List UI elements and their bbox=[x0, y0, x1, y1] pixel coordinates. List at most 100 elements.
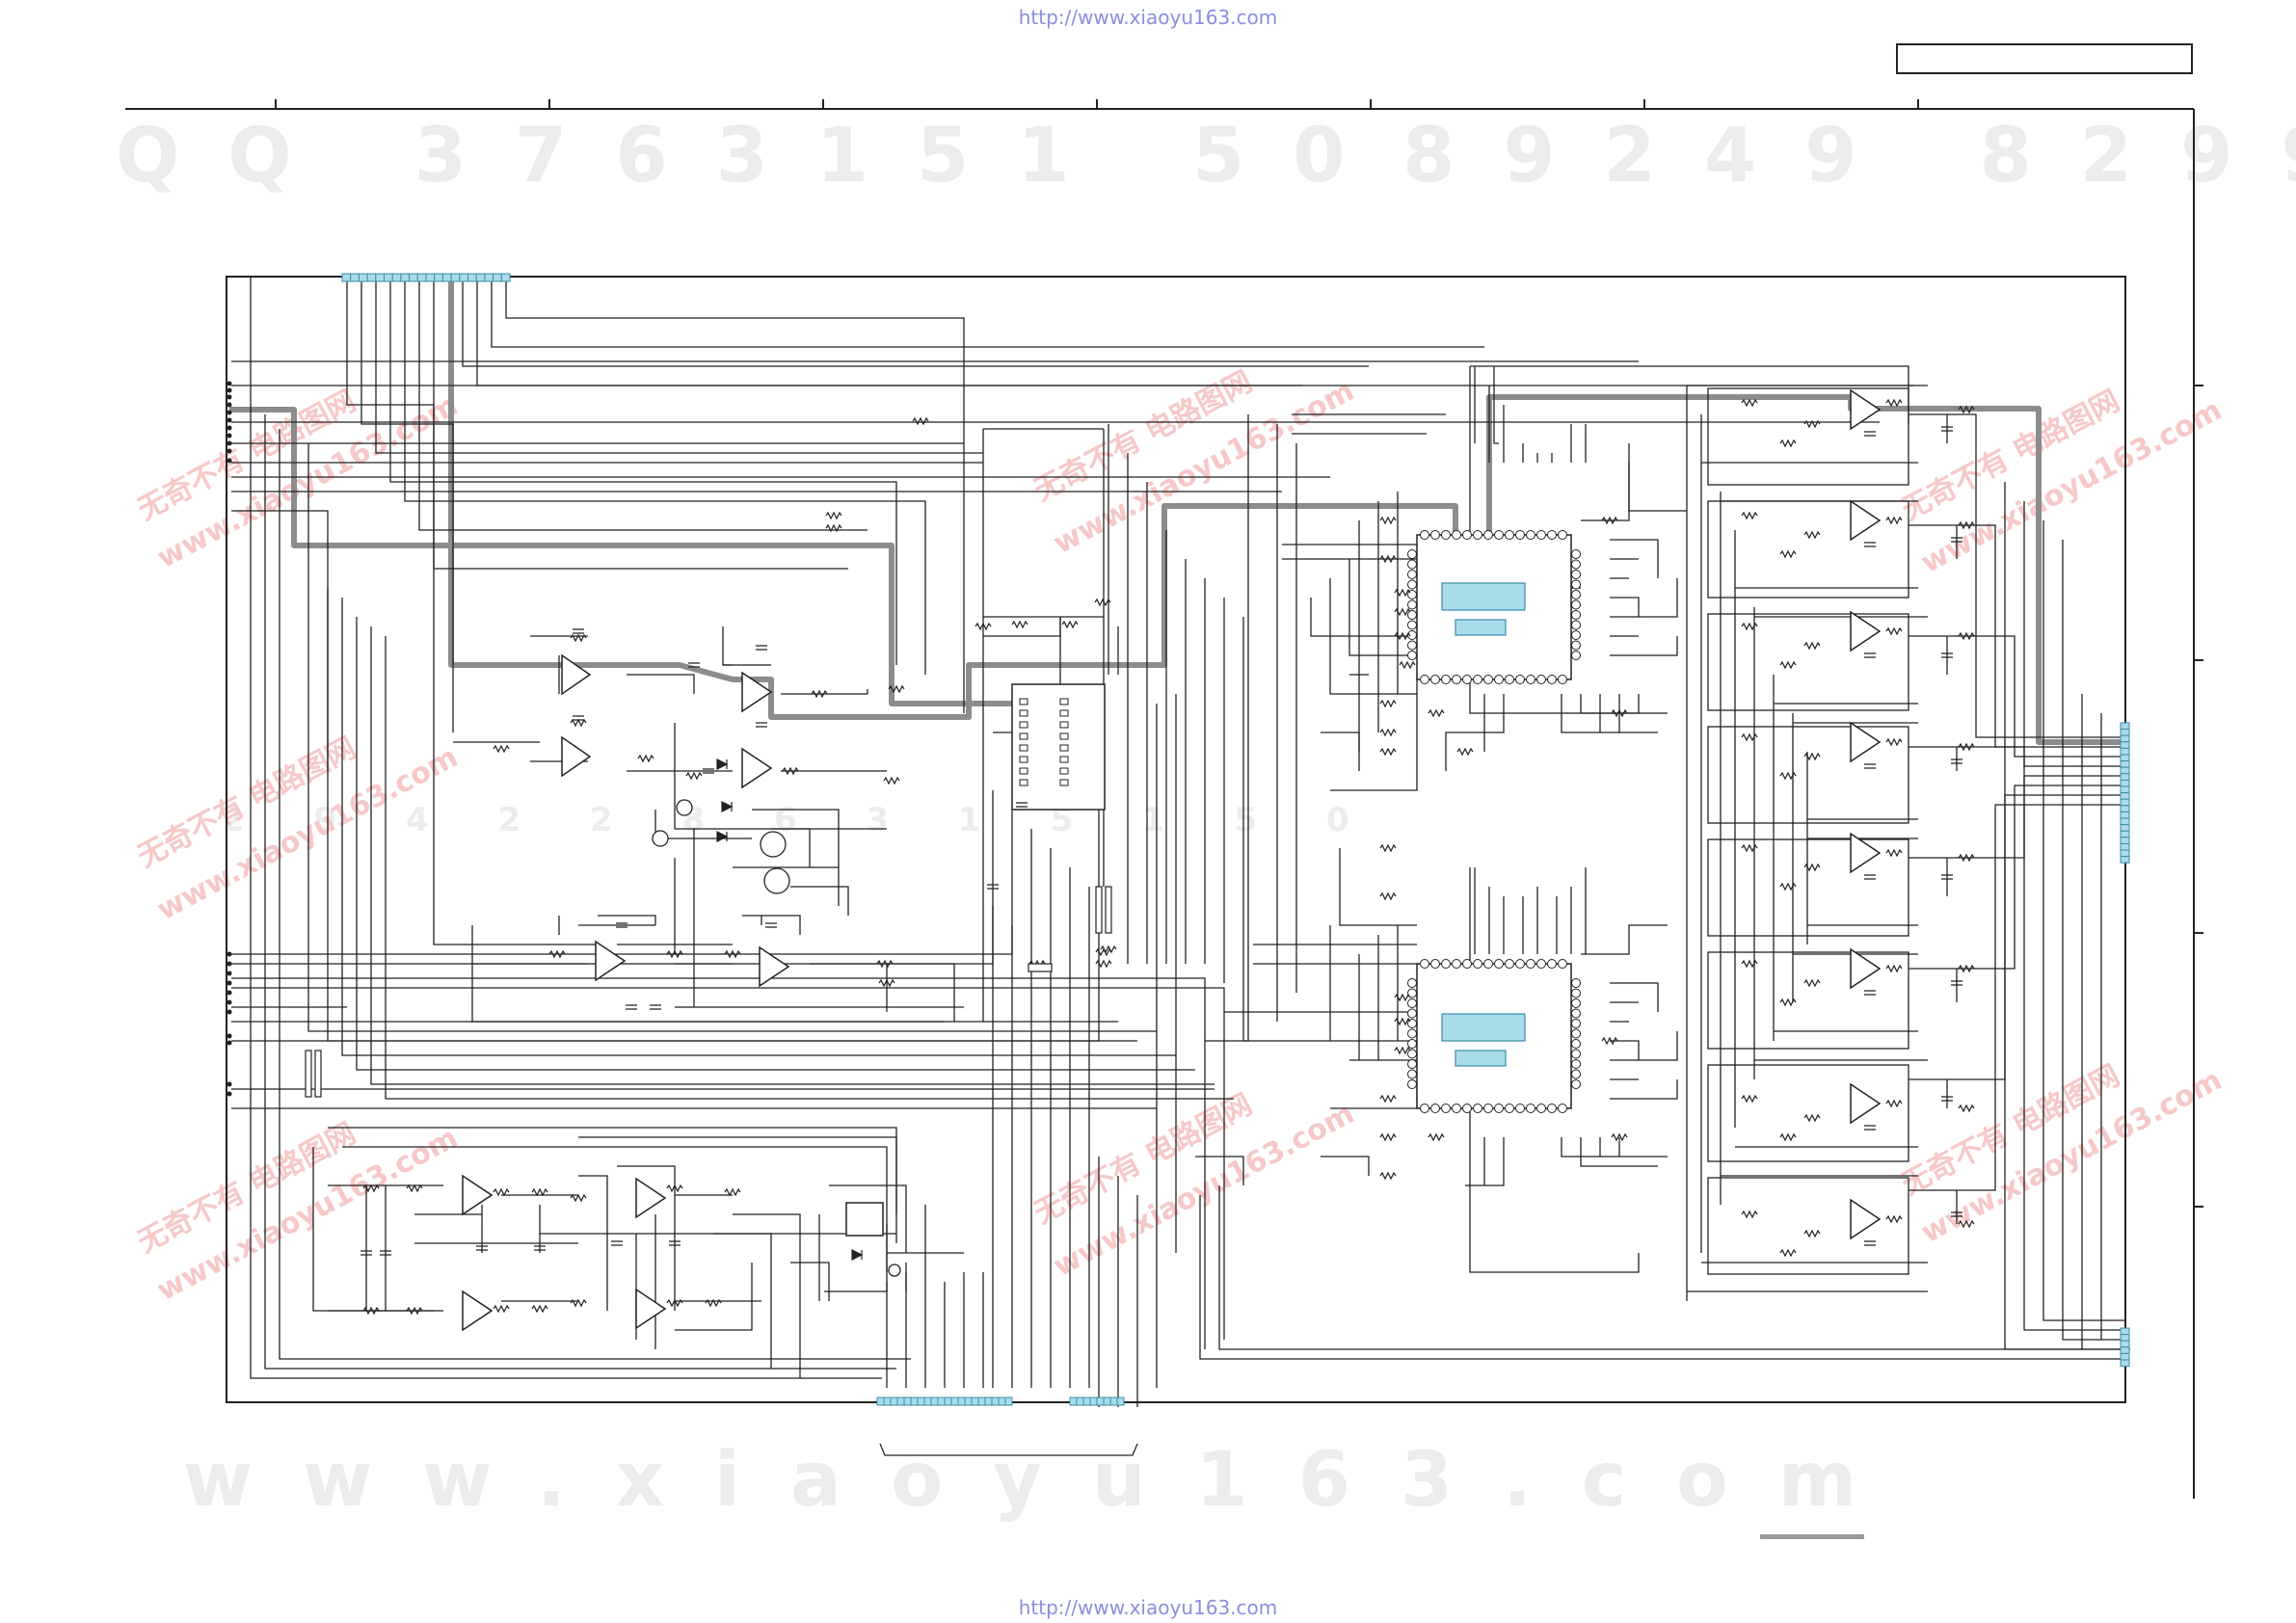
resistor bbox=[637, 754, 654, 763]
diode bbox=[851, 1249, 864, 1261]
connector-top-pin bbox=[350, 273, 360, 282]
ic-pin bbox=[1483, 959, 1493, 969]
transistor bbox=[763, 867, 790, 894]
capacitor bbox=[1941, 1096, 1953, 1102]
resistor bbox=[406, 1306, 423, 1316]
ic-pin bbox=[1571, 1028, 1581, 1039]
op-amp bbox=[1850, 388, 1882, 431]
source-url-top: http://www.xiaoyu163.com bbox=[1018, 6, 1278, 29]
connector-bottom-small-pin bbox=[1096, 1397, 1105, 1406]
resistor bbox=[1379, 843, 1397, 853]
resistor bbox=[811, 689, 828, 699]
resistor bbox=[1379, 728, 1397, 737]
connector-bottom-pin bbox=[896, 1397, 905, 1406]
connector-top-pin bbox=[375, 273, 385, 282]
watermark-layer: QQ 3763151 50 89249 8299 2 9 4 2 2 8 6 3… bbox=[116, 113, 2296, 1524]
capacitor bbox=[756, 645, 767, 651]
connector-bottom-pin bbox=[910, 1397, 919, 1406]
op-amp bbox=[741, 671, 773, 713]
ic-pin bbox=[1494, 959, 1504, 969]
resistor bbox=[878, 978, 895, 988]
resistor bbox=[1885, 626, 1903, 636]
connector-bottom-pin bbox=[977, 1397, 986, 1406]
op-amp bbox=[1850, 832, 1882, 874]
transistor bbox=[652, 830, 669, 847]
ic-pin bbox=[1441, 959, 1451, 969]
resistor bbox=[1741, 959, 1758, 969]
ic-pin bbox=[1420, 1104, 1429, 1113]
ic-pin bbox=[1571, 1019, 1581, 1028]
connector-right-small-pin bbox=[2120, 1346, 2130, 1354]
ic-pin bbox=[1515, 530, 1525, 540]
ic-pin bbox=[1571, 640, 1581, 651]
ic-pin bbox=[1059, 767, 1069, 775]
resistor bbox=[1100, 945, 1117, 954]
connector-right-small-pin bbox=[2120, 1340, 2130, 1348]
resistor bbox=[724, 1187, 741, 1197]
ic-pin bbox=[1059, 698, 1069, 705]
zone-ticks-top bbox=[275, 99, 1919, 109]
connector-top-pin bbox=[400, 273, 411, 282]
resistor bbox=[1803, 1229, 1821, 1238]
ic-pin bbox=[1407, 1008, 1417, 1019]
ic-pin bbox=[1547, 675, 1557, 684]
connector-bottom-pin bbox=[930, 1397, 939, 1406]
connector-bottom-pin bbox=[944, 1397, 952, 1406]
ic-pin bbox=[1473, 675, 1482, 684]
connector-top-pin bbox=[358, 273, 368, 282]
resistor bbox=[1379, 1132, 1397, 1142]
input-terminal bbox=[227, 1091, 232, 1097]
watermark-mid-digits: 2 9 4 2 2 8 6 3 1 5 1 5 0 bbox=[222, 801, 1378, 839]
transistor bbox=[888, 1264, 901, 1277]
ic-pin bbox=[1483, 1104, 1493, 1113]
watermark-qq-number: 89249 8299 bbox=[1402, 113, 2296, 200]
resistor bbox=[883, 776, 900, 785]
connector-bottom-small-pin bbox=[1076, 1397, 1084, 1406]
resistor bbox=[493, 1187, 510, 1197]
resistor bbox=[825, 511, 842, 520]
resistor bbox=[1803, 863, 1821, 872]
connector-right-pin bbox=[2120, 817, 2130, 826]
input-terminal bbox=[227, 1081, 232, 1087]
resistor bbox=[570, 633, 587, 643]
resistor bbox=[1028, 963, 1053, 972]
capacitor bbox=[573, 628, 584, 634]
input-terminal bbox=[227, 410, 232, 415]
resistor bbox=[1379, 1171, 1397, 1181]
ic-pin bbox=[1430, 675, 1440, 684]
op-amp bbox=[1850, 1198, 1882, 1240]
connector-right-small-pin bbox=[2120, 1352, 2130, 1361]
ic-pin bbox=[1571, 590, 1581, 599]
ic-pin bbox=[1407, 988, 1417, 998]
connector-bottom-pin bbox=[984, 1397, 993, 1406]
resistor bbox=[724, 949, 741, 959]
capacitor bbox=[380, 1250, 391, 1256]
input-terminal bbox=[227, 1009, 232, 1015]
connector-right-pin bbox=[2120, 760, 2130, 768]
op-amp bbox=[561, 653, 592, 696]
ic-pin bbox=[1059, 709, 1069, 717]
resistor bbox=[1779, 660, 1797, 670]
resistor bbox=[1885, 1214, 1903, 1224]
resistor bbox=[1399, 660, 1416, 670]
watermark-qq: QQ 3763151 50 bbox=[116, 113, 1393, 200]
resistor bbox=[1094, 598, 1111, 607]
connector-top-pin bbox=[493, 273, 502, 282]
ic-pin bbox=[1019, 721, 1028, 729]
ic-pin bbox=[1494, 1104, 1504, 1113]
capacitor bbox=[1951, 537, 1962, 543]
op-amps bbox=[462, 388, 1882, 1332]
resistor bbox=[1061, 620, 1079, 629]
connector-top-pin bbox=[409, 273, 418, 282]
resistor bbox=[1741, 843, 1758, 853]
ic-pin bbox=[1483, 675, 1493, 684]
capacitor bbox=[1864, 763, 1876, 769]
resistor bbox=[685, 771, 703, 781]
capacitor bbox=[650, 1004, 661, 1010]
resistor bbox=[1803, 419, 1821, 429]
capacitor bbox=[1864, 990, 1876, 996]
ic-pin bbox=[1407, 1079, 1417, 1089]
resistor bbox=[1885, 516, 1903, 525]
op-amp bbox=[1850, 610, 1882, 652]
